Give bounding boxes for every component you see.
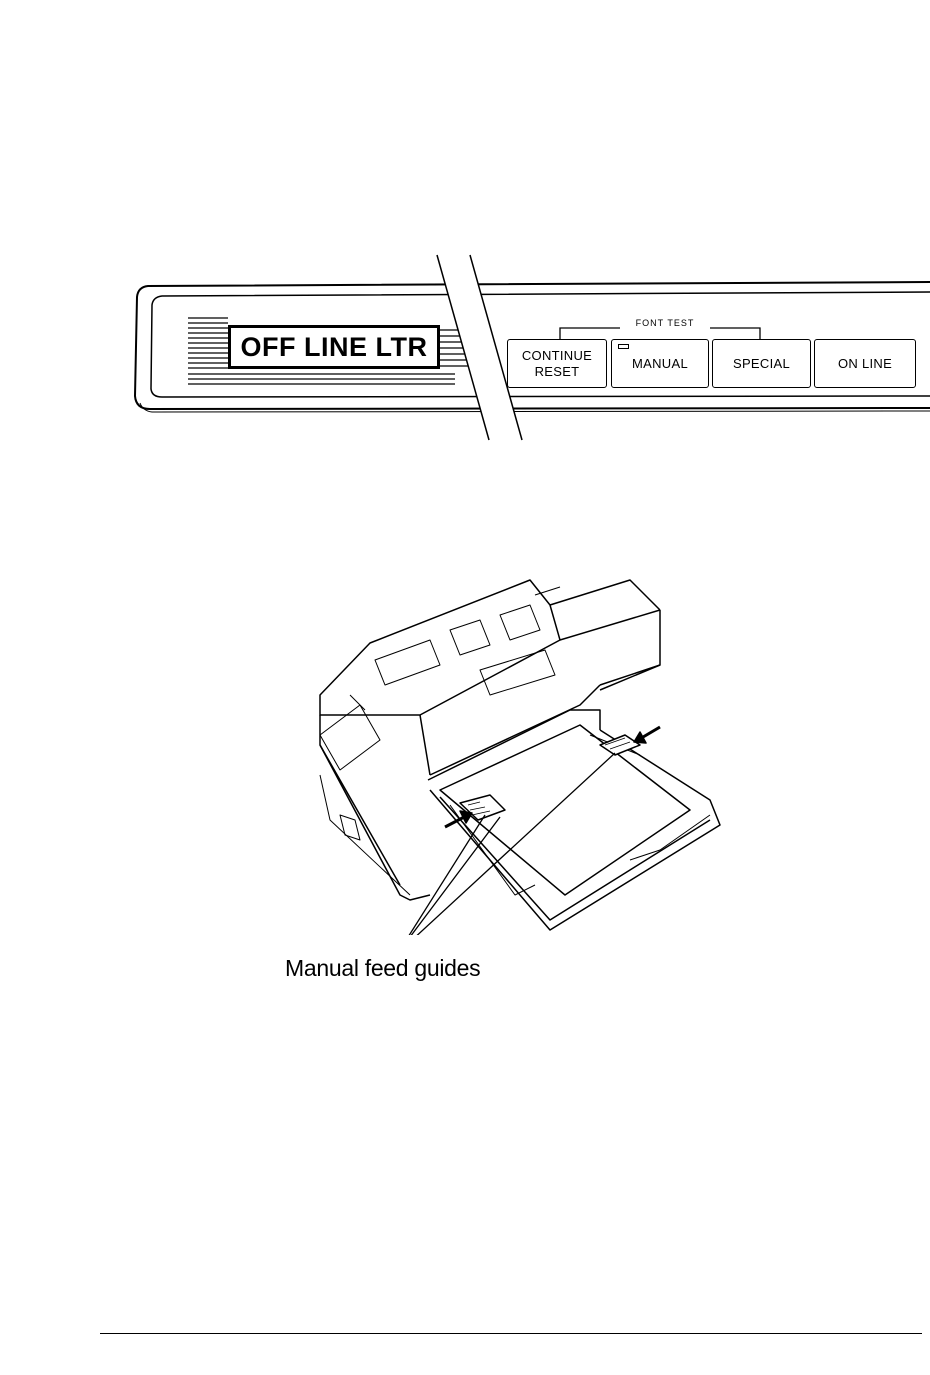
manual-label: MANUAL: [632, 356, 688, 372]
font-test-label: FONT TEST: [620, 318, 710, 329]
online-button[interactable]: ON LINE: [814, 339, 916, 388]
manual-indicator-light: [618, 344, 629, 349]
manual-feed-guides-caption: Manual feed guides: [285, 955, 480, 982]
printer-illustration: [300, 575, 730, 935]
reset-label: RESET: [535, 364, 580, 380]
continue-reset-button[interactable]: CONTINUE RESET: [507, 339, 607, 388]
online-label: ON LINE: [838, 356, 892, 372]
footer-rule: [100, 1333, 922, 1334]
panel-outline-drawing: [0, 0, 930, 460]
manual-button[interactable]: MANUAL: [611, 339, 709, 388]
special-button[interactable]: SPECIAL: [712, 339, 811, 388]
display-text: OFF LINE LTR: [241, 332, 428, 363]
lcd-display: OFF LINE LTR: [228, 325, 440, 369]
special-label: SPECIAL: [733, 356, 790, 372]
control-panel-illustration: OFF LINE LTR FONT TEST CONTINUE RESET MA…: [0, 0, 930, 460]
printer-drawing: [300, 575, 730, 935]
continue-label: CONTINUE: [522, 348, 592, 364]
